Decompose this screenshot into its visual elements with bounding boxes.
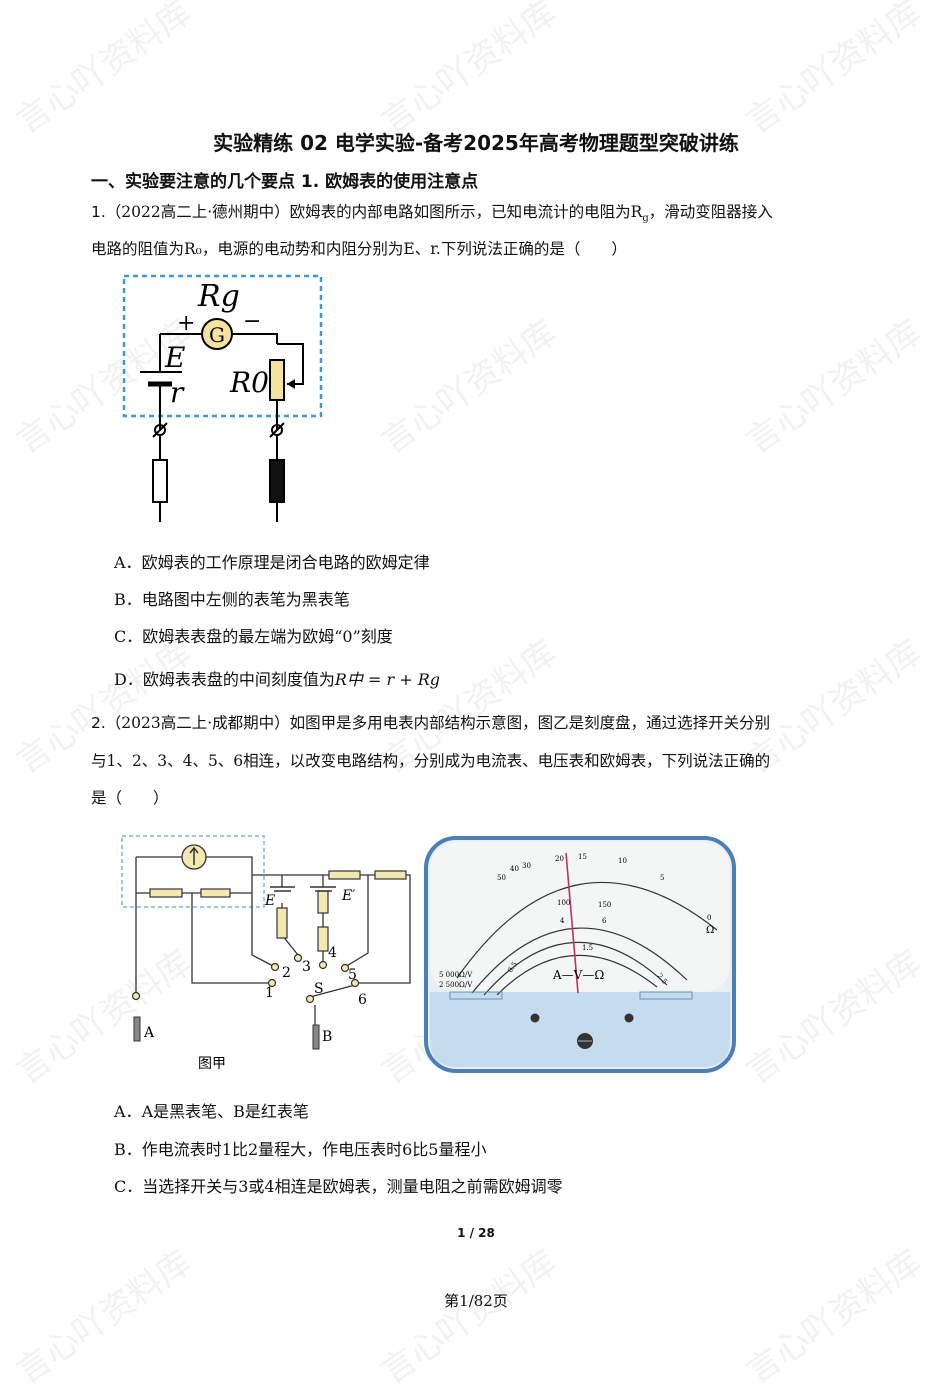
question-source: （2023高二上·成都期中） — [105, 714, 290, 732]
svg-text:100: 100 — [557, 899, 570, 907]
question-2-line-2: 与1、2、3、4、5、6相连，以改变电路结构，分别成为电流表、电压表和欧姆表，下… — [91, 752, 771, 770]
sensitivity-label: 5 000Ω/V — [439, 971, 473, 979]
question-number: 1. — [91, 203, 106, 221]
svg-text:150: 150 — [598, 901, 611, 909]
watermark: 言心吖资料库 — [373, 312, 565, 463]
terminal-2-label: 2 — [282, 965, 291, 981]
svg-text:30: 30 — [522, 862, 531, 870]
option-label: C． — [114, 627, 143, 646]
figure-caption: 图甲 — [198, 1056, 226, 1072]
terminal-6-label: 6 — [358, 992, 367, 1008]
multimeter-circuit-figure: E E′ 1 2 3 4 5 6 S A B 图甲 — [121, 835, 411, 1072]
switch-s-label: S — [314, 981, 324, 997]
question-2-line-1: 2.（2023高二上·成都期中）如图甲是多用电表内部结构示意图，图乙是刻度盘，通… — [91, 711, 770, 733]
svg-text:50: 50 — [497, 874, 506, 882]
option-a[interactable]: A．A是黑表笔、B是红表笔 — [114, 1098, 309, 1122]
minus-label: − — [243, 309, 261, 334]
document-title: 实验精练 02 电学实验-备考2025年高考物理题型突破讲练 — [213, 131, 739, 155]
svg-text:20: 20 — [555, 855, 564, 863]
question-text: ，滑动变阻器接入 — [648, 203, 773, 221]
option-text: 欧姆表表盘的最左端为欧姆“0”刻度 — [142, 627, 393, 646]
watermark: 言心吖资料库 — [738, 1242, 930, 1393]
galvanometer-label: G — [209, 323, 225, 347]
black-probe — [269, 459, 285, 503]
question-2-line-3: 是（ ） — [91, 789, 169, 807]
watermark: 言心吖资料库 — [8, 1242, 200, 1393]
option-formula: R中 = r + Rg — [334, 670, 441, 689]
option-c[interactable]: C．欧姆表表盘的最左端为欧姆“0”刻度 — [114, 623, 393, 647]
watermark: 言心吖资料库 — [738, 312, 930, 463]
plus-label: + — [177, 311, 195, 336]
question-1-line-2: 电路的阻值为R₀，电源的电动势和内阻分别为E、r.下列说法正确的是（ ） — [91, 240, 627, 258]
option-text: 欧姆表的工作原理是闭合电路的欧姆定律 — [141, 553, 430, 572]
option-label: A． — [114, 553, 142, 572]
r0-label: R0 — [229, 366, 269, 399]
option-b[interactable]: B．电路图中左侧的表笔为黑表笔 — [114, 586, 350, 610]
question-text: 欧姆表的内部电路如图所示，已知电流计的电阻为R — [289, 203, 643, 221]
probe-b-label: B — [322, 1029, 332, 1045]
svg-text:10: 10 — [618, 857, 627, 865]
svg-text:0: 0 — [707, 914, 711, 922]
option-label: A． — [114, 1102, 142, 1121]
svg-text:5: 5 — [660, 874, 664, 882]
option-d[interactable]: D．欧姆表表盘的中间刻度值为R中 = r + Rg — [114, 666, 440, 690]
watermark: 言心吖资料库 — [8, 0, 200, 143]
watermark: 言心吖资料库 — [738, 942, 930, 1093]
watermark: 言心吖资料库 — [738, 0, 930, 143]
page-footer: 第1/82页 — [444, 1292, 508, 1310]
terminal-3-label: 3 — [302, 959, 311, 975]
emf-e-label: E — [264, 893, 275, 909]
option-text: A是黑表笔、B是红表笔 — [141, 1102, 309, 1121]
rg-label: Rg — [197, 279, 240, 314]
emf-e-prime-label: E′ — [341, 888, 356, 904]
option-text: 当选择开关与3或4相连是欧姆表，测量电阻之前需欧姆调零 — [142, 1177, 563, 1196]
terminal-4-label: 4 — [328, 945, 337, 961]
option-c[interactable]: C．当选择开关与3或4相连是欧姆表，测量电阻之前需欧姆调零 — [114, 1173, 563, 1197]
watermark: 言心吖资料库 — [373, 0, 565, 143]
svg-text:40: 40 — [510, 865, 519, 873]
terminal-1-label: 1 — [265, 985, 274, 1001]
ohm-unit-label: Ω — [706, 925, 714, 936]
option-label: B． — [114, 590, 142, 609]
subscript: g — [642, 213, 649, 225]
sensitivity-label: 2 500Ω/V — [439, 981, 473, 989]
emf-label: E — [164, 341, 185, 374]
internal-resistance-label: r — [170, 376, 185, 409]
ohmmeter-circuit-figure: Rg G + − E r R0 — [122, 274, 323, 522]
option-label: D． — [114, 670, 143, 689]
question-text: 如图甲是多用电表内部结构示意图，图乙是刻度盘，通过选择开关分别 — [289, 714, 771, 732]
question-1-line-1: 1.（2022高二上·德州期中）欧姆表的内部电路如图所示，已知电流计的电阻为Rg… — [91, 200, 773, 224]
terminal-5-label: 5 — [348, 967, 357, 983]
page-number: 1 / 28 — [457, 1226, 495, 1240]
option-label: C． — [114, 1177, 143, 1196]
red-probe — [152, 459, 168, 503]
section-heading: 一、实验要注意的几个要点 1. 欧姆表的使用注意点 — [91, 172, 479, 192]
probe-a-label: A — [143, 1025, 155, 1041]
option-text: 电路图中左侧的表笔为黑表笔 — [141, 590, 350, 609]
option-label: B． — [114, 1140, 142, 1159]
question-source: （2022高二上·德州期中） — [105, 203, 290, 221]
svg-text:6: 6 — [602, 917, 607, 925]
question-number: 2. — [91, 714, 106, 732]
mode-label: A—V—Ω — [552, 968, 604, 982]
option-a[interactable]: A．欧姆表的工作原理是闭合电路的欧姆定律 — [114, 549, 430, 573]
svg-text:1.5: 1.5 — [582, 944, 593, 952]
svg-text:15: 15 — [578, 853, 587, 861]
option-text: 作电流表时1比2量程大，作电压表时6比5量程小 — [141, 1140, 487, 1159]
watermark: 言心吖资料库 — [373, 1242, 565, 1393]
needle — [565, 852, 579, 994]
option-text: 欧姆表表盘的中间刻度值为 — [142, 670, 335, 689]
svg-text:4: 4 — [560, 917, 565, 925]
option-b[interactable]: B．作电流表时1比2量程大，作电压表时6比5量程小 — [114, 1136, 487, 1160]
